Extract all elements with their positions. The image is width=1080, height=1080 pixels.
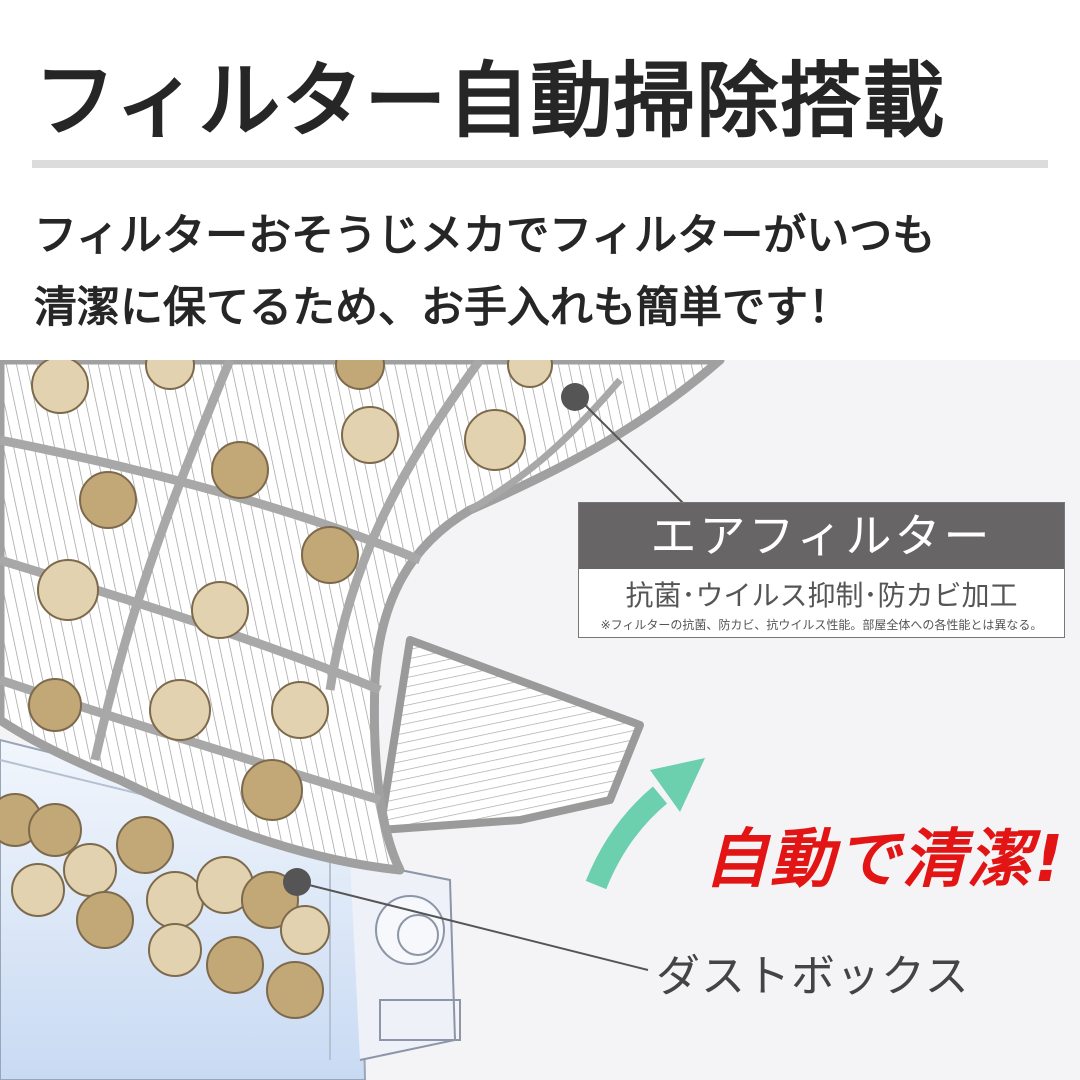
leader-lines [283,383,686,971]
filter-frame-back [376,636,644,834]
description-line-1: フィルターおそうじメカでフィルターがいつも [34,211,936,261]
curved-up-arrow-icon [585,758,705,890]
air-filter-label-title: エアフィルター [579,503,1064,569]
filter-illustration: エアフィルター 抗菌･ウイルス抑制･防カビ加工 ※フィルターの抗菌、防カビ、抗ウ… [0,360,1080,1080]
auto-clean-text: 自動で清潔! [704,823,1066,897]
title-divider [32,160,1048,168]
dust-box-label: ダストボックス [656,951,970,1002]
air-filter-label-note: ※フィルターの抗菌、防カビ、抗ウイルス性能。部屋全体への各性能とは異なる。 [600,618,1043,632]
air-filter-label: エアフィルター 抗菌･ウイルス抑制･防カビ加工 ※フィルターの抗菌、防カビ、抗ウ… [578,502,1065,638]
air-filter-label-features: 抗菌･ウイルス抑制･防カビ加工 [625,579,1018,612]
header-section: フィルター自動掃除搭載 フィルターおそうじメカでフィルターがいつも 清潔に保てる… [0,0,1080,360]
leader-dot-icon [561,383,589,411]
filter-illustration-svg [0,360,725,1080]
leader-dot-icon [283,868,311,896]
description-line-2: 清潔に保てるため、お手入れも簡単です！ [34,283,851,333]
description: フィルターおそうじメカでフィルターがいつも 清潔に保てるため、お手入れも簡単です… [34,200,1054,344]
page-title: フィルター自動掃除搭載 [34,54,946,149]
dust-particles [0,360,553,1019]
